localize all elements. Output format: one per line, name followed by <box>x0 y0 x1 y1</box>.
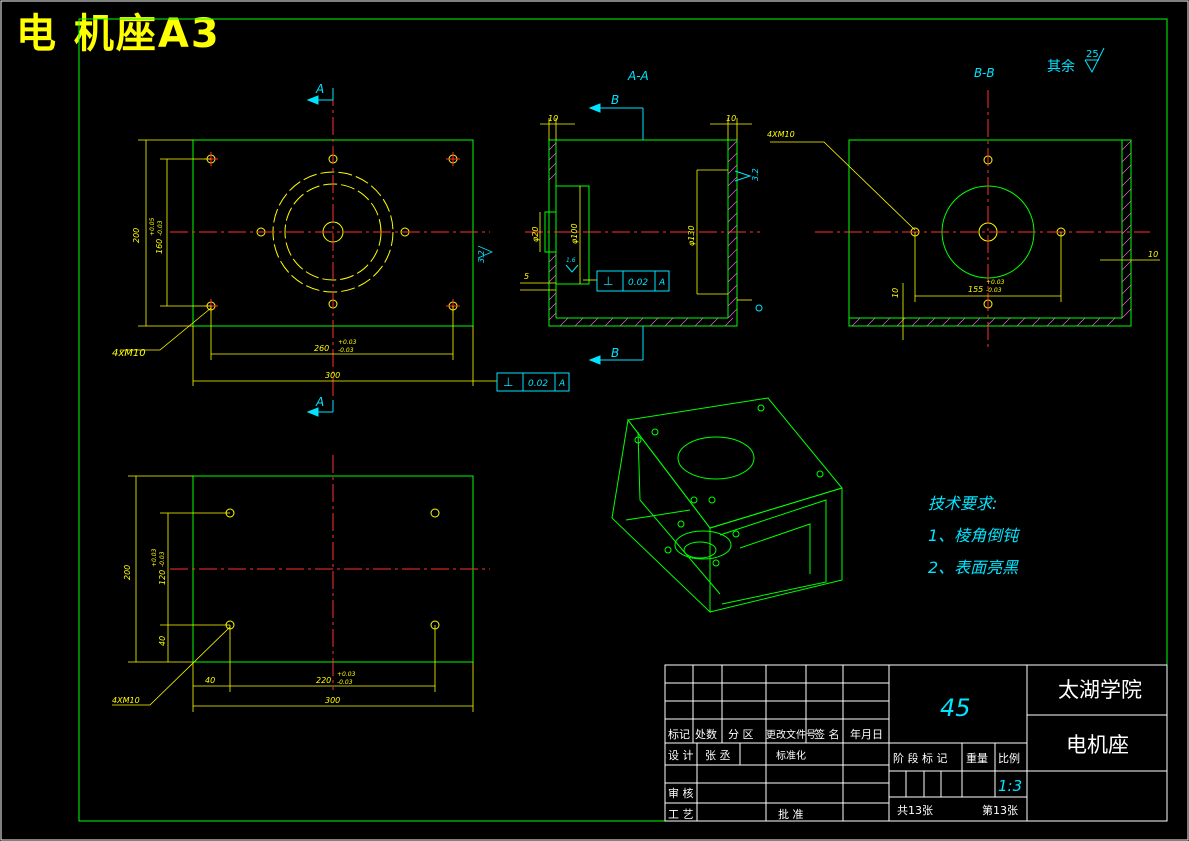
dim-aa-phi20: φ20 <box>531 227 540 242</box>
tb-scale-label: 比例 <box>998 751 1020 765</box>
section-aa-hatch <box>548 140 738 327</box>
tech-req-item-2: 2、表面亮黑 <box>928 558 1019 577</box>
dim-aa-phi100: φ100 <box>570 223 579 244</box>
dim-front-260-tol-minus: -0.03 <box>338 347 354 354</box>
dim-front-260: 260 <box>314 344 329 353</box>
label-bb-hole: 4XM10 <box>767 130 795 139</box>
section-bb-hatch <box>851 140 1132 327</box>
tb-stage-mark: 阶 段 标 记 <box>893 751 948 765</box>
section-label-a-top: A <box>315 82 324 96</box>
section-bb-centerlines <box>815 90 1150 350</box>
roughness-note-value: 25 <box>1086 49 1099 60</box>
dim-aa-16: 1.6 <box>566 257 576 264</box>
tb-process: 工 艺 <box>668 808 694 821</box>
isometric-view <box>611 397 843 614</box>
tb-standardize: 标准化 <box>776 749 806 762</box>
fcf-aa-value: 0.02 <box>628 278 648 288</box>
front-section-arrows <box>306 88 334 417</box>
dim-front-160: 160 <box>155 239 164 254</box>
label-front-hole: 4xM10 <box>112 348 146 359</box>
top-view-dimensions <box>112 475 474 712</box>
dim-top-40-horiz: 40 <box>205 676 215 685</box>
dim-top-120-tol-minus: -0.03 <box>159 551 166 567</box>
dim-bb-10-right: 10 <box>1148 250 1158 259</box>
dim-front-200: 200 <box>132 228 141 243</box>
tb-material: 45 <box>940 694 971 722</box>
section-label-b-bottom: B <box>611 346 619 360</box>
fcf-front-value: 0.02 <box>528 379 548 389</box>
dim-top-40-vert: 40 <box>158 636 167 646</box>
dim-aa-phi130: φ130 <box>687 225 696 246</box>
tb-weight: 重量 <box>966 751 988 765</box>
tb-zone: 分 区 <box>728 728 754 741</box>
section-aa-fcf <box>596 270 670 292</box>
tech-req-item-1: 1、棱角倒钝 <box>928 526 1019 545</box>
dim-front-300: 300 <box>325 371 340 380</box>
drawing-title: 电 机座A3 <box>16 11 221 57</box>
top-view-centerlines <box>170 455 490 690</box>
tb-review: 审 核 <box>668 786 694 800</box>
tb-date: 年月日 <box>850 727 883 741</box>
dim-top-220-tol-minus: -0.03 <box>337 679 353 686</box>
tb-approve: 批 准 <box>778 807 804 821</box>
dim-bb-10-left: 10 <box>891 288 900 298</box>
section-label-b-top: B <box>611 93 619 107</box>
roughness-aa: 3.2 <box>751 168 760 181</box>
dim-front-160-tol-plus: +0.05 <box>149 217 156 236</box>
tb-mark: 标记 <box>668 727 690 741</box>
tb-count: 处数 <box>695 728 717 741</box>
tb-scale: 1:3 <box>998 777 1022 795</box>
tech-req-heading: 技术要求: <box>928 494 998 513</box>
tb-sign: 签 名 <box>814 727 840 741</box>
fcf-aa-symbol: ⊥ <box>603 274 613 288</box>
dim-top-300: 300 <box>325 696 340 705</box>
dim-bb-155: 155 <box>968 285 983 294</box>
dim-aa-5: 5 <box>524 272 529 281</box>
dim-top-200: 200 <box>123 565 132 580</box>
dim-aa-10-right: 10 <box>726 114 736 123</box>
front-fcf <box>496 372 570 392</box>
fcf-front-symbol: ⊥ <box>503 375 513 389</box>
front-dimensions <box>120 139 497 386</box>
section-aa-arrows <box>565 103 752 365</box>
dim-top-120-tol-plus: +0.03 <box>151 548 158 567</box>
datum-symbol-aa <box>755 304 763 312</box>
section-aa-title: A-A <box>627 69 649 83</box>
roughness-note: 其余 25 <box>1047 47 1105 75</box>
dim-front-160-tol-minus: -0.03 <box>157 220 164 236</box>
tb-sheets-total: 共13张 <box>897 804 933 817</box>
dim-bb-155-tol-minus: -0.03 <box>986 287 1002 294</box>
tb-sheet-no: 第13张 <box>982 803 1018 817</box>
dim-top-220-tol-plus: +0.03 <box>337 671 356 678</box>
dim-front-260-tol-plus: +0.03 <box>338 339 357 346</box>
tb-school: 太湖学院 <box>1058 678 1142 702</box>
label-top-hole: 4XM10 <box>112 696 140 705</box>
technical-requirements: 技术要求: 1、棱角倒钝 2、表面亮黑 <box>928 488 1018 584</box>
section-bb-title: B-B <box>974 66 995 80</box>
tb-doc-no: 更改文件号 <box>766 728 816 741</box>
tb-designer: 张 丞 <box>705 749 731 762</box>
dim-top-220: 220 <box>316 676 331 685</box>
front-view <box>170 88 490 412</box>
roughness-front: 3.2 <box>477 250 486 263</box>
dim-aa-10-left: 10 <box>548 114 558 123</box>
fcf-front-datum: A <box>558 379 565 389</box>
section-label-a-bottom: A <box>315 395 324 409</box>
section-bb-dimensions <box>770 141 1160 340</box>
roughness-note-text: 其余 <box>1047 58 1075 75</box>
tb-part-name: 电机座 <box>1066 733 1129 757</box>
fcf-aa-datum: A <box>658 278 665 288</box>
section-aa-dimensions <box>520 118 752 301</box>
dim-top-120: 120 <box>158 570 167 585</box>
tb-design: 设 计 <box>668 749 694 762</box>
dim-bb-155-tol-plus: +0.03 <box>986 279 1005 286</box>
drawing-frame <box>78 18 1168 822</box>
title-block <box>664 664 1168 822</box>
